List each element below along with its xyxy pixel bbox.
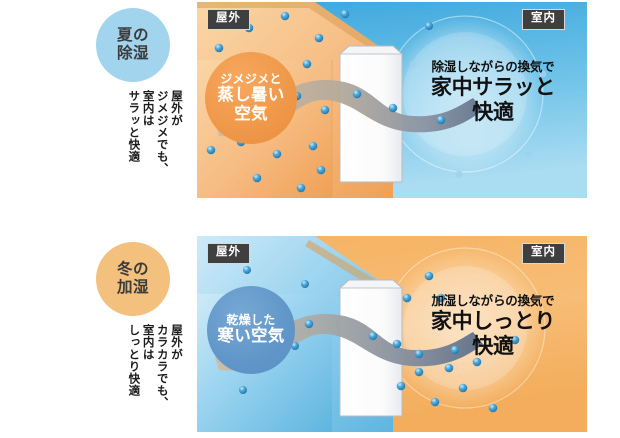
panel-winter-humidify: 冬の 加湿 屋外が カラカラでも、 室内は しっとり快適: [0, 236, 620, 436]
air-bubble-big-text-1: 蒸し暑い: [217, 86, 285, 105]
scene-summer: 屋外 室内 ジメジメと 蒸し暑い 空気 除湿しながらの換気で 家中サラッと 快適: [197, 2, 587, 198]
caption-line-1: 屋外が: [170, 324, 182, 361]
indoor-message-small: 除湿しながらの換気で: [431, 60, 555, 74]
indoor-message-small: 加湿しながらの換気で: [431, 294, 555, 308]
season-badge-winter: 冬の 加湿: [96, 242, 170, 316]
location-badge-indoor: 室内: [522, 243, 565, 264]
air-bubble-big-text-2: 空気: [234, 104, 268, 123]
indoor-message-big-2: 快適: [472, 100, 514, 124]
caption-line-2: ジメジメでも、: [155, 90, 168, 175]
indoor-message-winter: 加湿しながらの換気で 家中しっとり 快適: [403, 294, 583, 359]
season-badge-line2: 除湿: [116, 45, 149, 62]
season-badge-summer: 夏の 除湿: [96, 8, 170, 82]
caption-line-4: しっとり快適: [127, 324, 140, 397]
caption-column-summer: 夏の 除湿 屋外が ジメジメでも、 室内は サラッと快適: [0, 2, 197, 202]
panel-summer-dehumidify: 夏の 除湿 屋外が ジメジメでも、 室内は サラッと快適: [0, 2, 620, 202]
season-badge-line1: 夏の: [116, 26, 149, 44]
indoor-message-big-1: 家中サラッと: [430, 75, 556, 99]
caption-column-winter: 冬の 加湿 屋外が カラカラでも、 室内は しっとり快適: [0, 236, 197, 436]
location-badge-outdoor: 屋外: [207, 9, 250, 30]
air-bubble-big-text-1: 寒い空気: [217, 327, 285, 346]
caption-line-3: 室内は: [141, 324, 154, 361]
season-badge-line2: 加湿: [116, 279, 149, 296]
vertical-caption-winter: 屋外が カラカラでも、 室内は しっとり快適: [96, 324, 182, 436]
air-bubble-small-text: 乾燥した: [226, 313, 276, 328]
vertical-caption-summer: 屋外が ジメジメでも、 室内は サラッと快適: [96, 90, 182, 202]
water-droplets-indoor: [409, 22, 547, 178]
caption-line-1: 屋外が: [170, 90, 182, 127]
air-condition-bubble-winter: 乾燥した 寒い空気: [207, 286, 295, 374]
water-droplets-indoor: [392, 271, 520, 413]
caption-line-2: カラカラでも、: [155, 324, 168, 409]
indoor-message-big-1: 家中しっとり: [430, 309, 556, 333]
indoor-message-big-2: 快適: [472, 334, 514, 358]
air-bubble-small-text: ジメジメと: [220, 71, 282, 86]
scene-winter: 屋外 室内 乾燥した 寒い空気 加湿しながらの換気で 家中しっとり 快適: [197, 236, 587, 432]
caption-line-3: 室内は: [141, 90, 154, 127]
indoor-message-summer: 除湿しながらの換気で 家中サラッと 快適: [403, 60, 583, 125]
season-badge-line1: 冬の: [116, 260, 149, 278]
caption-line-4: サラッと快適: [127, 90, 140, 163]
location-badge-indoor: 室内: [522, 9, 565, 30]
water-droplets-ribbon: [304, 319, 460, 359]
air-condition-bubble-summer: ジメジメと 蒸し暑い 空気: [205, 52, 297, 144]
location-badge-outdoor: 屋外: [207, 243, 250, 264]
water-droplets-outdoor: [239, 266, 309, 394]
